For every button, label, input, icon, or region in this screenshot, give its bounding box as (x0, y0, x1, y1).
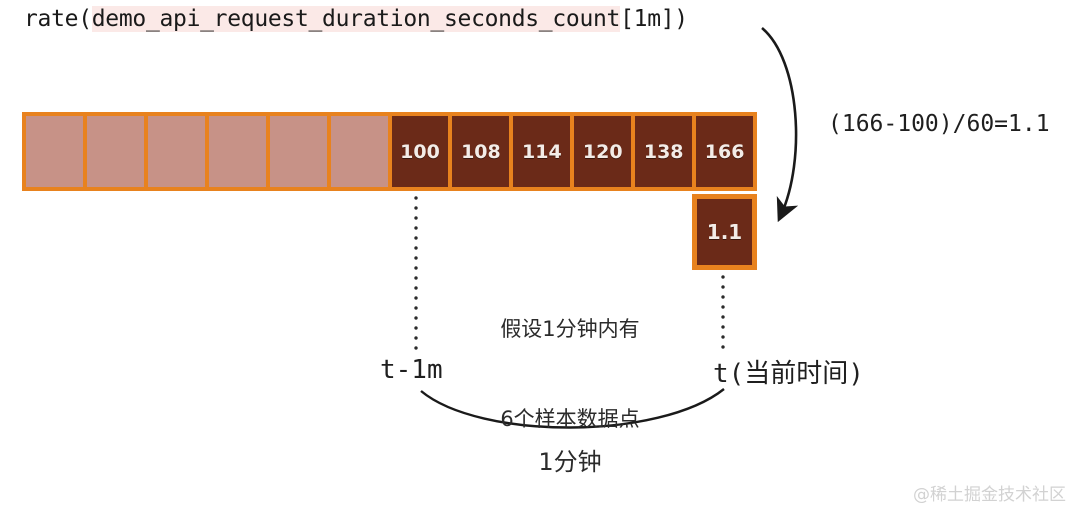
axis-label-start: t-1m (380, 355, 443, 385)
assumption-note: 假设1分钟内有 6个样本数据点 (470, 254, 670, 494)
rate-result-box: 1.1 (692, 194, 757, 270)
sample-cell-value: 166 (696, 116, 754, 187)
rate-formula-label: (166-100)/60=1.1 (828, 111, 1050, 137)
query-to-result-arrow (761, 27, 799, 223)
sample-cell-empty (269, 116, 327, 187)
sample-cell-value: 114 (513, 116, 571, 187)
promql-expression: rate(demo_api_request_duration_seconds_c… (24, 6, 688, 32)
sample-cell-empty (147, 116, 205, 187)
sample-cell-empty (86, 116, 144, 187)
guide-line-end (721, 272, 725, 352)
promql-function: rate( (24, 6, 92, 32)
promql-metric-name: demo_api_request_duration_seconds_count (91, 6, 621, 32)
watermark: @稀土掘金技术社区 (913, 485, 1066, 505)
sample-cell-value: 108 (452, 116, 510, 187)
assumption-line-2: 6个样本数据点 (500, 407, 640, 431)
sample-cell-value: 100 (391, 116, 449, 187)
guide-line-start (414, 193, 418, 351)
sample-cell-value: 120 (574, 116, 632, 187)
assumption-line-1: 假设1分钟内有 (500, 317, 640, 341)
sample-cell-empty (208, 116, 266, 187)
sample-cell-empty (330, 116, 388, 187)
sample-cell-value: 138 (635, 116, 693, 187)
rate-result-value: 1.1 (697, 199, 752, 265)
axis-label-end: t(当前时间) (713, 359, 864, 389)
promql-range-selector: [1m]) (620, 6, 688, 32)
time-span-label: 1分钟 (538, 448, 602, 476)
sample-cell-empty (26, 116, 83, 187)
